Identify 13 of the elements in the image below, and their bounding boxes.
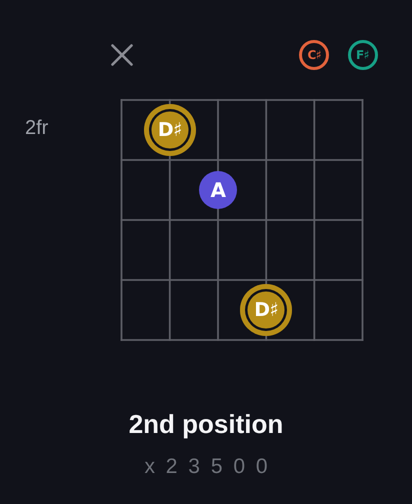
note-name: D♯ [254, 300, 278, 320]
position-title: 2nd position [128, 410, 284, 440]
note-marker [199, 171, 237, 209]
note-marker [240, 284, 292, 336]
note-name: D♯ [158, 120, 182, 140]
note-name: A [210, 180, 226, 200]
note-marker [348, 40, 378, 70]
fret-number-label: 2fr [25, 117, 48, 140]
note-marker [299, 40, 330, 70]
note-name: C♯ [307, 49, 322, 61]
note-name: F♯ [356, 49, 369, 61]
fingering-label: x 2 3 5 0 0 [143, 455, 270, 480]
note-marker [144, 104, 196, 156]
